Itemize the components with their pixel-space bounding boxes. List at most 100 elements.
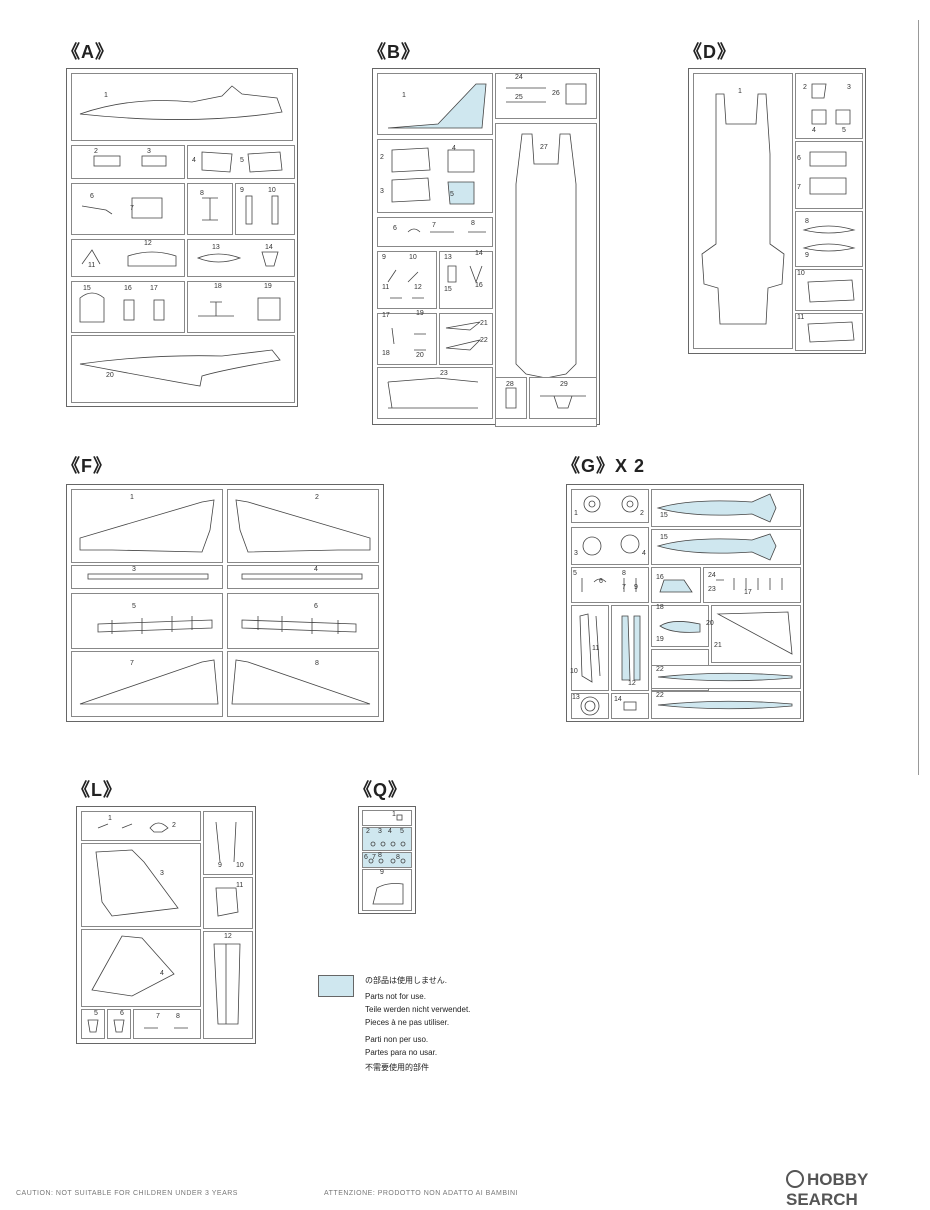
panel-part-icon [201,151,283,173]
part-number: 5 [132,603,136,610]
sprue-a-box-7 [71,239,185,277]
sprue-d-box-5 [795,269,863,311]
part-number: 7 [130,660,134,667]
part-number: 22 [480,337,488,344]
part-number: 18 [214,283,222,290]
sprue-g-title: 《G》X 2 [562,456,646,476]
part-number: 15 [660,512,668,519]
sprue-g-box-3 [571,527,649,565]
part-number: 21 [714,642,722,649]
part-number: 9 [805,252,809,259]
lower-fuselage-part-icon [701,93,785,325]
part-number: 7 [372,854,376,861]
legend-it: Parti non per uso. [365,1035,429,1044]
part-number: 10 [268,187,276,194]
part-number: 8 [396,854,400,861]
intake-lip-part-icon [215,887,239,917]
part-number: 10 [409,254,417,261]
sprue-g-box-5 [571,567,649,603]
unused-parts-swatch [318,975,354,997]
small-parts-icon [97,822,169,833]
sprue-a-box-10 [187,281,295,333]
hatch-part-icon [809,151,847,195]
sprue-a-box-3 [187,145,295,179]
part-number: 19 [656,636,664,643]
legend-en: Parts not for use. [365,992,426,1001]
sprue-q-box-1 [362,810,412,826]
part-number: 2 [380,154,384,161]
door-part-icon [505,387,517,409]
legend-zh: 不需要使用的部件 [365,1063,429,1072]
part-number: 16 [656,574,664,581]
sprue-q-box-3 [362,852,412,868]
part-number: 6 [314,603,318,610]
delta-panel-part-icon [716,611,793,655]
right-border-line [918,20,919,775]
footer-attenzione: ATTENZIONE: PRODOTTO NON ADATTO AI BAMBI… [324,1190,518,1197]
stabilizer-part-icon [91,935,175,997]
sprue-l-box-4 [203,877,253,929]
canopy-part-icon [81,249,177,267]
sprue-b-box-6 [377,251,437,309]
part-number: 1 [130,494,134,501]
sprue-g-box-10 [651,605,709,647]
sprue-a-box-5 [187,183,233,235]
part-number: 12 [224,933,232,940]
legend-ja: の部品は使用しません. [365,976,447,985]
part-number: 6 [599,578,603,585]
watermark-icon [786,1170,804,1188]
seat-part-icon [79,292,165,323]
part-number: 4 [192,157,196,164]
sprue-f-box-5 [71,593,223,649]
sprue-b-title: 《B》 [368,42,420,62]
intake-part-icon [391,147,475,205]
sprue-l-box-9 [133,1009,201,1039]
part-number: 1 [574,510,578,517]
sprue-g-box-6 [651,567,701,603]
part-number: 8 [622,570,626,577]
sprue-f-box-2 [227,489,379,563]
part-number: 23 [440,370,448,377]
sprue-l-box-2 [203,811,253,875]
sprue-b-box-2 [495,73,597,119]
part-number: 24 [708,572,716,579]
part-number: 17 [744,589,752,596]
spar-part-icon [241,573,363,580]
part-number: 1 [738,88,742,95]
part-number: 16 [475,282,483,289]
sprue-a-box-8 [187,239,295,277]
part-number: 4 [388,828,392,835]
sprue-d-box-1 [693,73,793,349]
upper-fuselage-part-icon [515,133,577,379]
part-number: 22 [656,692,664,699]
part-number: 24 [515,74,523,81]
rod-part-icon [506,83,587,105]
sprue-b-box-5 [495,123,597,427]
part-number: 13 [444,254,452,261]
sprue-g-box-11 [711,605,801,663]
sprue-g-box-1 [571,489,649,523]
part-number: 9 [382,254,386,261]
part-number: 16 [124,285,132,292]
plate-part-icon [807,279,855,303]
part-number: 22 [656,666,664,673]
tail-hook-part-icon [540,395,586,409]
fin-part-icon [659,621,701,633]
part-number: 14 [475,250,483,257]
part-number: 4 [160,970,164,977]
part-number: 28 [506,381,514,388]
vertical-tail-part-icon [387,83,487,129]
part-number: 6 [90,193,94,200]
sprue-d-box-6 [795,313,863,351]
part-number: 7 [130,205,134,212]
sprue-b-box-4 [377,217,493,247]
sprue-l-box-6 [203,931,253,1039]
sprue-a-frame [66,68,298,407]
wheel-part-icon [583,495,639,513]
part-number: 20 [416,352,424,359]
part-number: 15 [660,534,668,541]
part-number: 23 [708,586,716,593]
part-number: 9 [380,869,384,876]
part-number: 11 [88,262,96,269]
part-number: 7 [432,222,436,229]
